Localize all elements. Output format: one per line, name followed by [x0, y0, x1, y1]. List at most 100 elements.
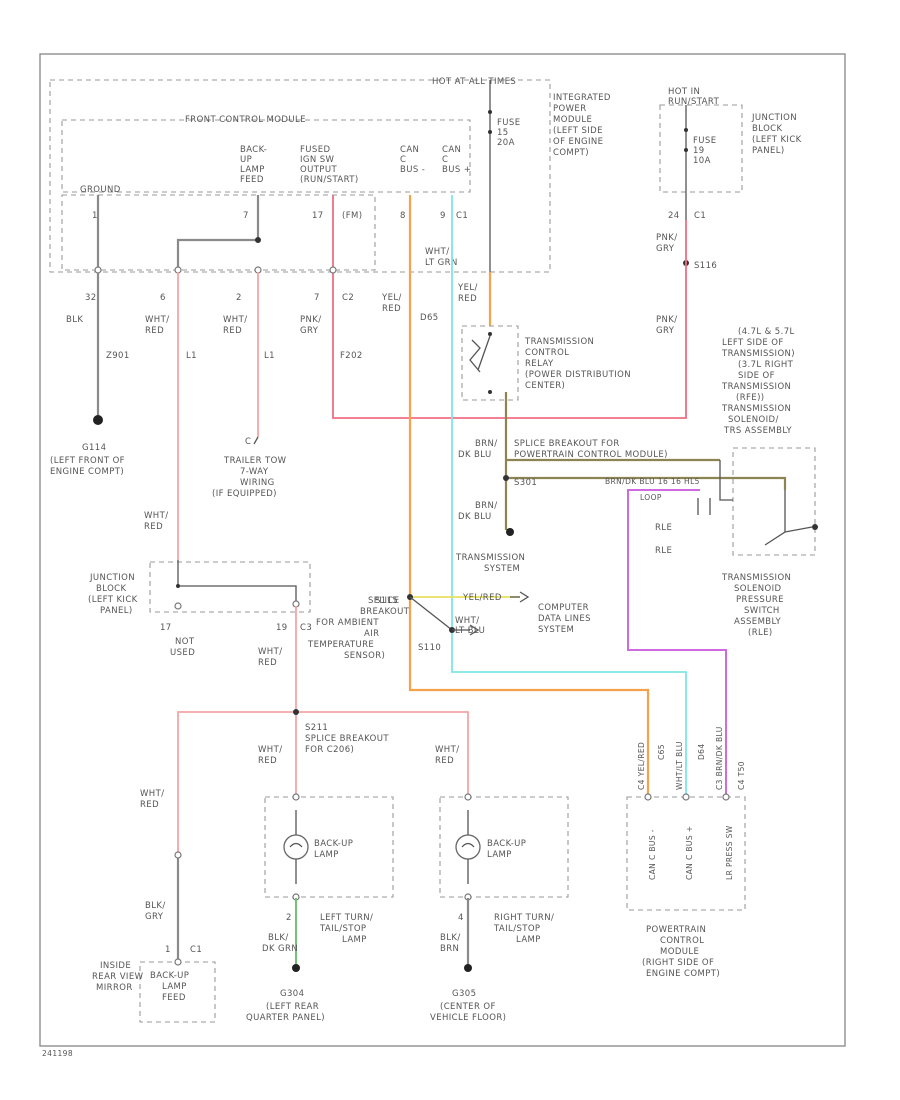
splice-s301: S301 [514, 478, 537, 488]
fcm-pin-8: 8 [400, 211, 406, 221]
right-backup-bulb-icon [455, 834, 481, 860]
pcm-lr-press-label: LR PRESS SW [725, 825, 734, 880]
l1-circuit-b: L1 [264, 351, 275, 361]
splice-breakout-pcm-label: SPLICE BREAKOUT FOR POWERTRAIN CONTROL M… [514, 439, 668, 460]
pcm-d64-code: D64 [697, 743, 706, 760]
fuse-19-label: FUSE 19 10A [693, 136, 720, 166]
wht-red-left-label: WHT/ RED [145, 315, 173, 336]
powertrain-control-module-label: POWERTRAIN CONTROL MODULE (RIGHT SIDE OF… [642, 925, 720, 979]
l1-circuit-a: L1 [186, 351, 197, 361]
right-lamp-pin-4: 4 [458, 913, 464, 923]
trailer-tow-label: TRAILER TOW 7-WAY WIRING (IF EQUIPPED) [212, 456, 290, 499]
splice-breakout-c-label: SPLICE BREAKOUT FOR C206) [305, 734, 392, 755]
fcm-pin-7: 7 [243, 211, 249, 221]
blk-dk-grn-label: BLK/ DK GRN [262, 933, 298, 954]
mirror-feed-box [139, 961, 216, 1023]
hot-in-run-label: HOT IN RUN/START [668, 87, 720, 107]
ground-g114-symbol [93, 415, 103, 425]
transmission-solenoid-location: (4.7L & 5.7L LEFT SIDE OF TRANSMISSION) … [721, 327, 798, 436]
pin-6: 6 [160, 293, 166, 303]
brn-dk-blu-right-label: BRN/DK BLU 16 16 HL5 [605, 477, 700, 486]
junction-block-mid-box [149, 561, 311, 613]
s211-label: S211 [305, 723, 328, 733]
fcm-connector-c1-box [61, 194, 376, 271]
wire-lr-press-sw [627, 489, 727, 795]
left-turn-lamp-label: LEFT TURN/ TAIL/STOP LAMP [319, 913, 376, 945]
transmission-pressure-switch-label: TRANSMISSION SOLENOID PRESSURE SWITCH AS… [721, 573, 794, 638]
blk-brn-label: BLK/ BRN [440, 933, 464, 954]
yel-red-can-label: YEL/ RED [381, 293, 405, 314]
mirror-pin-1: 1 [165, 945, 171, 955]
wire-f202-pnk-gry [332, 195, 687, 419]
hot-at-all-times-region [49, 79, 551, 273]
fcm-pin-fm: (FM) [342, 211, 362, 221]
splice-breakout-ambient-label: SPLICE BREAKOUT FOR AMBIENT AIR TEMPERAT… [307, 596, 412, 661]
wht-red-below-jb-label: WHT/ RED [258, 647, 286, 668]
front-control-module-label: FRONT CONTROL MODULE [185, 115, 306, 125]
mirror-pin-c1: C1 [190, 945, 202, 955]
left-backup-bulb-icon [283, 834, 309, 860]
pin-c3: C3 [300, 623, 312, 633]
wire-wht-lt-blu-data [409, 596, 453, 631]
fcm-ground-pin-label: GROUND [80, 185, 121, 195]
fcm-pin-1: 1 [92, 211, 98, 221]
splice-s116: S116 [694, 261, 717, 271]
wht-red-trailer-label: WHT/ RED [223, 315, 251, 336]
front-control-module-box [61, 119, 471, 193]
pcm-wht-lt-blu-label: WHT/LT BLU [675, 741, 684, 790]
pin-32: 32 [85, 293, 97, 303]
junction-block-top-label: JUNCTION BLOCK (LEFT KICK PANEL) [751, 113, 805, 156]
trailer-pin-c: C [245, 437, 251, 447]
right-backup-lamp-label: BACK-UP LAMP [487, 839, 529, 860]
blk-wire-label: BLK [66, 315, 83, 325]
fcm-backup-feed-label: BACK- UP LAMP FEED [240, 145, 270, 185]
fcm-fused-ign-label: FUSED IGN SW OUTPUT (RUN/START) [300, 145, 359, 185]
not-used-label: NOT USED [170, 637, 198, 658]
pnk-gry-right-label: PNK/ GRY [656, 315, 681, 336]
fcm-pin-c1: C1 [456, 211, 468, 221]
blk-gry-label: BLK/ GRY [145, 901, 169, 922]
mirror-feed-label: BACK-UP LAMP FEED [150, 971, 192, 1003]
wht-lt-blu-label: WHT/ LT BLU [455, 616, 485, 636]
pcm-yel-red-label: C4 YEL/RED [637, 742, 646, 790]
s115-label: S115 [375, 596, 398, 606]
transmission-control-relay-box [461, 325, 519, 401]
rle-pin-label: RLE [655, 523, 672, 533]
right-turn-lamp-label: RIGHT TURN/ TAIL/STOP LAMP [493, 913, 557, 945]
pcm-c65-code: C65 [657, 744, 666, 760]
g304-label: G304 [280, 989, 304, 999]
left-backup-lamp-label: BACK-UP LAMP [314, 839, 356, 860]
fuse-15-label: FUSE 15 20A [497, 118, 524, 148]
left-backup-lamp-box [264, 796, 394, 898]
pin-7b: 7 [314, 293, 320, 303]
fcm-pin-9: 9 [440, 211, 446, 221]
computer-data-lines-label: COMPUTER DATA LINES SYSTEM [538, 603, 594, 635]
diagram-frame [39, 53, 846, 1047]
brn-dk-blu-1-label: BRN/ DK BLU [458, 439, 501, 460]
pin-19: 19 [276, 623, 288, 633]
solenoid-pressure-switch-box [732, 447, 816, 556]
d65-circuit: D65 [420, 313, 439, 323]
pcm-can-minus-label: CAN C BUS - [648, 829, 657, 880]
brn-dk-blu-2-label: BRN/ DK BLU [458, 501, 501, 522]
footer-code: 241198 [42, 1049, 73, 1058]
junction-block-top-box [659, 104, 743, 193]
s110-label: S110 [418, 643, 441, 653]
g305-label: G305 [452, 989, 476, 999]
transmission-relay-label: TRANSMISSION CONTROL RELAY (POWER DISTRI… [524, 337, 634, 391]
wht-red-4-label: WHT/ RED [435, 745, 463, 766]
right-backup-lamp-box [439, 796, 569, 898]
yel-red-relay-label: YEL/ RED [457, 283, 481, 304]
jb-pin-c1: C1 [694, 211, 706, 221]
transmission-system-label: TRANSMISSION SYSTEM [455, 553, 528, 574]
loop-label: LOOP [640, 493, 662, 502]
wire-can-c-plus-wht-lt-blu [451, 195, 687, 795]
wht-lt-grn-label: WHT/ LT GRN [425, 247, 458, 268]
pcm-can-plus-label: CAN C BUS + [685, 826, 694, 880]
g305-location: (CENTER OF VEHICLE FLOOR) [430, 1002, 506, 1023]
wht-red-5-label: WHT/ RED [140, 789, 168, 810]
jb-pin-24: 24 [668, 211, 680, 221]
g114-location: (LEFT FRONT OF ENGINE COMPT) [50, 456, 128, 477]
wht-red-3-label: WHT/ RED [258, 745, 286, 766]
